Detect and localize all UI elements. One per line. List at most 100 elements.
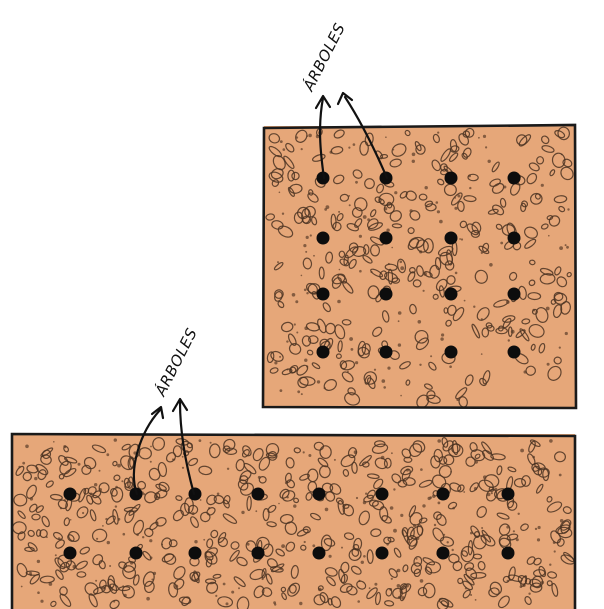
rect-plot	[12, 434, 576, 609]
rect-plot-speck	[560, 519, 564, 523]
rect-plot-speck	[192, 512, 195, 515]
rect-plot-speck	[262, 578, 264, 580]
square-plot-speck	[423, 290, 425, 292]
rect-plot-speck	[363, 555, 366, 558]
rect-plot-tree-dot	[502, 488, 515, 501]
square-plot-speck	[423, 272, 427, 276]
square-plot-speck	[485, 146, 487, 148]
rect-plot-speck	[194, 540, 197, 543]
square-plot-speck	[303, 244, 306, 247]
rect-plot-speck	[434, 524, 436, 526]
rect-plot-speck	[64, 499, 66, 501]
square-plot-speck	[412, 153, 416, 157]
square-plot-speck	[295, 300, 298, 303]
rect-plot-speck	[217, 493, 220, 496]
square-plot-speck	[478, 137, 480, 139]
square-plot-speck	[511, 330, 515, 334]
rect-plot-tree-dot	[64, 547, 77, 560]
rect-plot-speck	[363, 501, 366, 504]
rect-plot-speck	[397, 569, 401, 573]
square-plot-speck	[565, 332, 568, 335]
square-plot-speck	[400, 395, 402, 397]
rect-plot-speck	[150, 556, 153, 559]
square-plot-speck	[277, 261, 279, 263]
square-plot-speck	[488, 160, 491, 163]
square-plot-speck	[387, 367, 390, 370]
rect-plot-speck	[559, 474, 562, 477]
rect-plot-speck	[231, 591, 234, 594]
rect-plot-speck	[491, 492, 493, 494]
rect-plot-speck	[329, 555, 332, 558]
rect-plot-speck	[99, 470, 101, 472]
square-plot-speck	[355, 361, 358, 364]
bottom-arboles-label: ÁRBOLES	[150, 325, 201, 400]
rect-plot-speck	[386, 543, 389, 546]
rect-plot-speck	[422, 504, 425, 507]
rect-plot-tree-dot	[313, 488, 326, 501]
rect-plot-speck	[281, 544, 285, 548]
rect-plot-speck	[374, 583, 377, 586]
square-plot-speck	[391, 247, 393, 249]
rect-plot-speck	[117, 464, 121, 468]
rect-plot-speck	[413, 524, 416, 527]
rect-plot-speck	[182, 467, 184, 469]
square-plot-tree-dot	[508, 232, 521, 245]
rect-plot-speck	[210, 442, 212, 444]
square-plot-speck	[382, 379, 386, 383]
square-plot-speck	[324, 208, 327, 211]
square-plot-tree-dot	[317, 288, 330, 301]
rect-plot-speck	[37, 560, 40, 563]
square-plot-speck	[412, 160, 415, 163]
rect-plot-speck	[400, 514, 403, 517]
rect-plot-speck	[96, 538, 98, 540]
square-plot-speck	[308, 134, 312, 138]
rect-plot-speck	[175, 585, 178, 588]
rect-plot-speck	[429, 496, 432, 499]
square-plot-speck	[324, 387, 326, 389]
rect-plot-speck	[475, 460, 478, 463]
square-plot-speck	[306, 292, 308, 294]
square-plot-speck	[359, 235, 362, 238]
square-plot-tree-dot	[445, 288, 458, 301]
square-plot-speck	[503, 186, 506, 189]
rect-plot-speck	[293, 504, 296, 507]
rect-plot-speck	[518, 513, 520, 515]
rect-plot-speck	[241, 511, 244, 514]
rect-plot-speck	[142, 536, 144, 538]
square-plot-speck	[310, 234, 312, 236]
rect-plot-speck	[312, 544, 315, 547]
square-plot-speck	[337, 300, 341, 304]
rect-plot-speck	[58, 537, 61, 540]
rect-plot-speck	[303, 451, 305, 453]
square-plot-speck	[280, 140, 283, 143]
square-plot-speck	[347, 371, 349, 373]
square-plot-tree-dot	[508, 172, 521, 185]
square-plot-speck	[296, 136, 298, 138]
square-plot-speck	[394, 191, 397, 194]
square-plot-speck	[489, 263, 493, 267]
square-plot	[263, 125, 576, 410]
rect-plot-speck	[109, 565, 111, 567]
rect-plot-speck	[55, 554, 57, 556]
rect-plot-speck	[247, 543, 250, 546]
rect-plot-speck	[308, 454, 311, 457]
rect-plot-speck	[94, 483, 97, 486]
rect-plot-speck	[25, 445, 29, 449]
rect-plot-speck	[274, 603, 276, 605]
square-plot-speck	[559, 246, 563, 250]
rect-plot-speck	[22, 462, 25, 465]
square-plot-speck	[559, 347, 561, 349]
square-plot-speck	[437, 210, 440, 213]
square-plot-speck	[483, 135, 486, 138]
rect-plot-speck	[146, 597, 150, 601]
square-plot-speck	[400, 261, 403, 264]
square-plot-speck	[385, 136, 387, 138]
square-plot-speck	[301, 393, 303, 395]
rect-plot-speck	[121, 480, 123, 482]
square-plot-speck	[439, 220, 443, 224]
rect-plot-speck	[122, 585, 124, 587]
rect-plot-speck	[21, 586, 23, 588]
rect-plot-speck	[463, 491, 465, 493]
square-plot-speck	[286, 340, 288, 342]
